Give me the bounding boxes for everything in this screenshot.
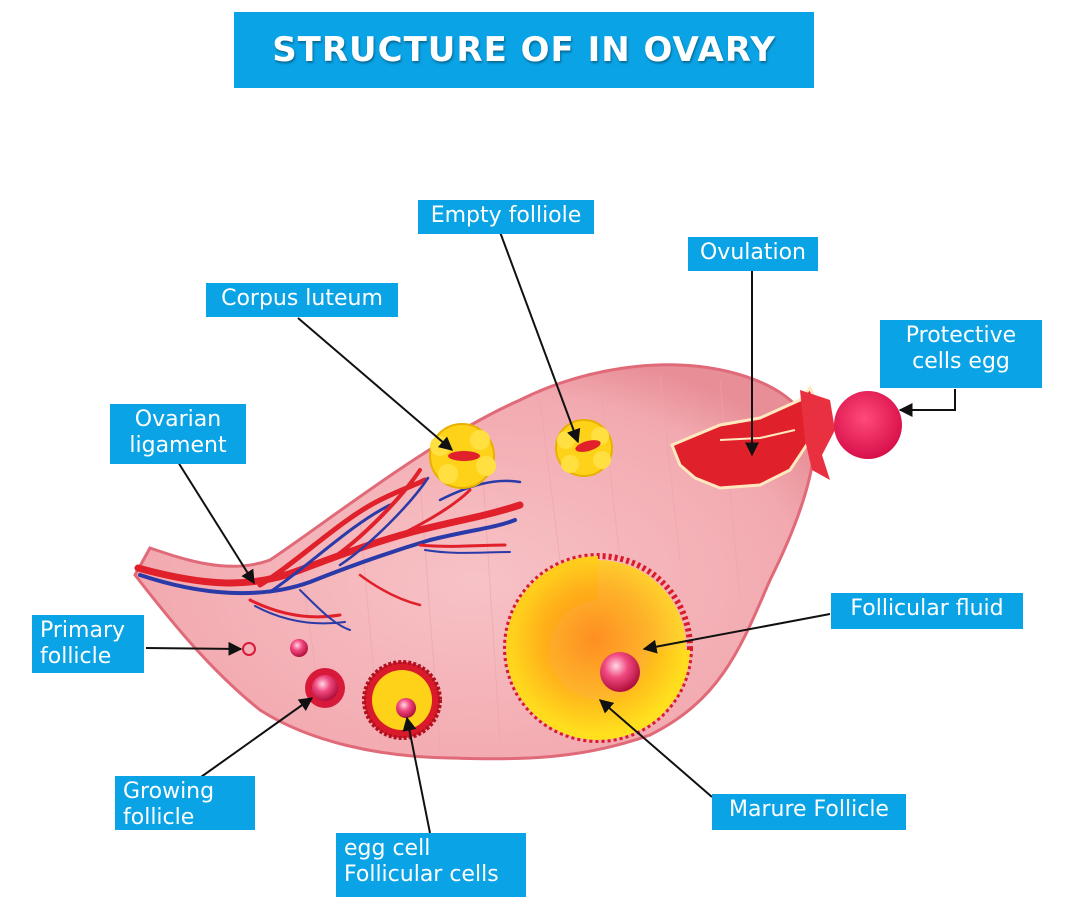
- growing-follicle: [305, 668, 345, 708]
- label-empty-follicle: Empty folliole: [418, 200, 594, 234]
- primary-follicle-dot: [242, 642, 256, 656]
- ovulation-rupture: [670, 385, 835, 490]
- label-ovulation: Ovulation: [688, 237, 818, 271]
- corpus-luteum: [429, 423, 496, 489]
- leader-lines: [145, 231, 956, 834]
- label-protective-cells: Protective cells egg: [880, 320, 1042, 388]
- small-follicle: [290, 639, 308, 657]
- label-corpus-luteum: Corpus luteum: [206, 283, 398, 317]
- label-growing-follicle: Growing follicle: [115, 776, 255, 830]
- label-primary-follicle: Primary follicle: [32, 615, 144, 673]
- label-ovarian-ligament: Ovarian ligament: [110, 404, 246, 464]
- label-follicular-fluid: Follicular fluid: [831, 593, 1023, 629]
- label-egg-cell: egg cell Follicular cells: [336, 833, 526, 897]
- empty-follicle: [555, 419, 613, 477]
- blood-vessels: [134, 468, 524, 631]
- secondary-follicle: [362, 660, 442, 740]
- protective-cells-egg: [834, 391, 902, 459]
- label-mature-follicle: Marure Follicle: [712, 794, 906, 830]
- page-title: STRUCTURE OF IN OVARY: [234, 12, 814, 88]
- mature-follicle: [503, 553, 693, 743]
